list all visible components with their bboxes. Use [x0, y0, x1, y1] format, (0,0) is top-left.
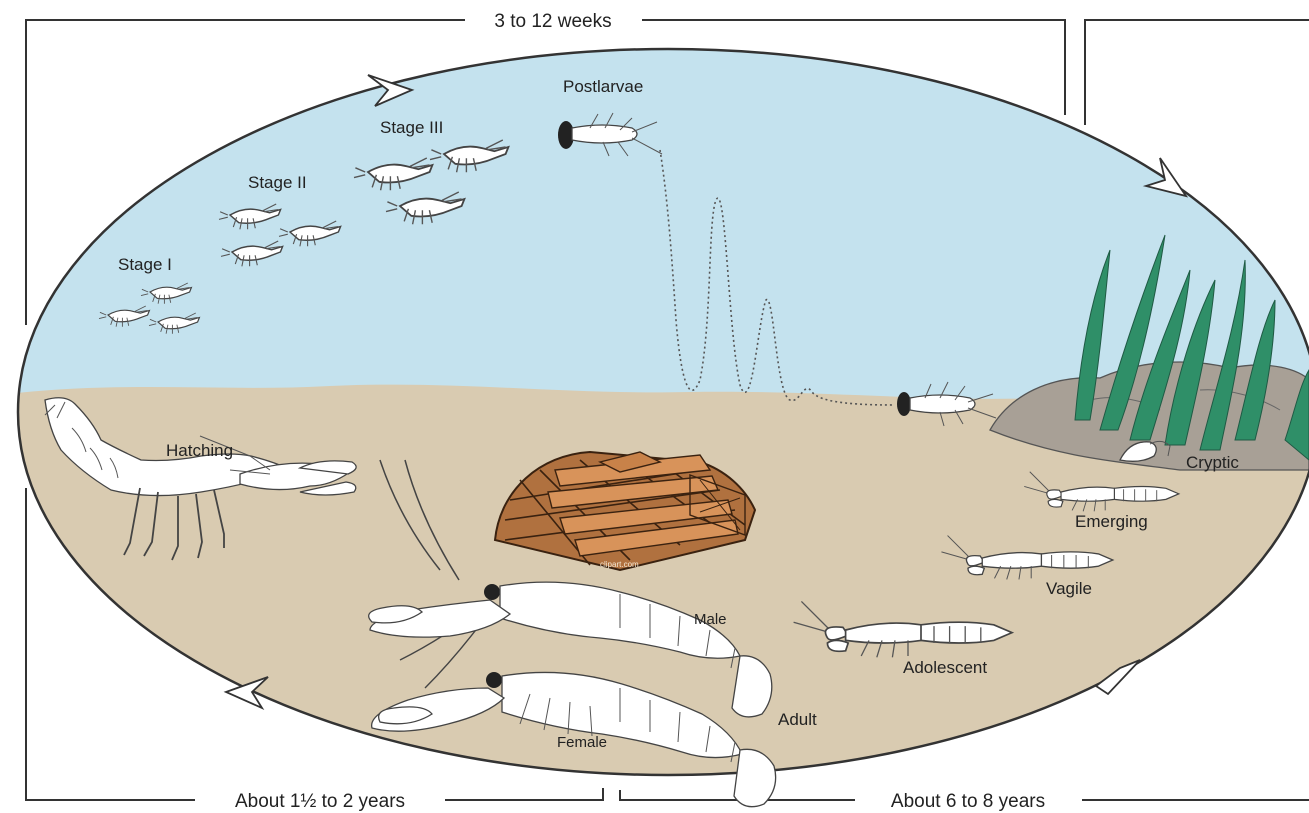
adolescent-label: Adolescent: [903, 658, 987, 677]
stage-2-label: Stage II: [248, 173, 307, 192]
stage-3-label: Stage III: [380, 118, 443, 137]
emerging-label: Emerging: [1075, 512, 1148, 531]
hatching-label: Hatching: [166, 441, 233, 460]
stage-1-label: Stage I: [118, 255, 172, 274]
vagile-label: Vagile: [1046, 579, 1092, 598]
postlarvae-label: Postlarvae: [563, 77, 643, 96]
male-label: Male: [694, 611, 727, 628]
cryptic-label: Cryptic: [1186, 453, 1239, 472]
female-label: Female: [557, 734, 607, 751]
duration-top-label: 3 to 12 weeks: [494, 11, 611, 32]
duration-bottom-left-label: About 1½ to 2 years: [235, 791, 405, 812]
trap-watermark: clipart.com: [600, 560, 639, 569]
duration-bottom-right-label: About 6 to 8 years: [891, 791, 1045, 812]
adult-label: Adult: [778, 710, 817, 729]
